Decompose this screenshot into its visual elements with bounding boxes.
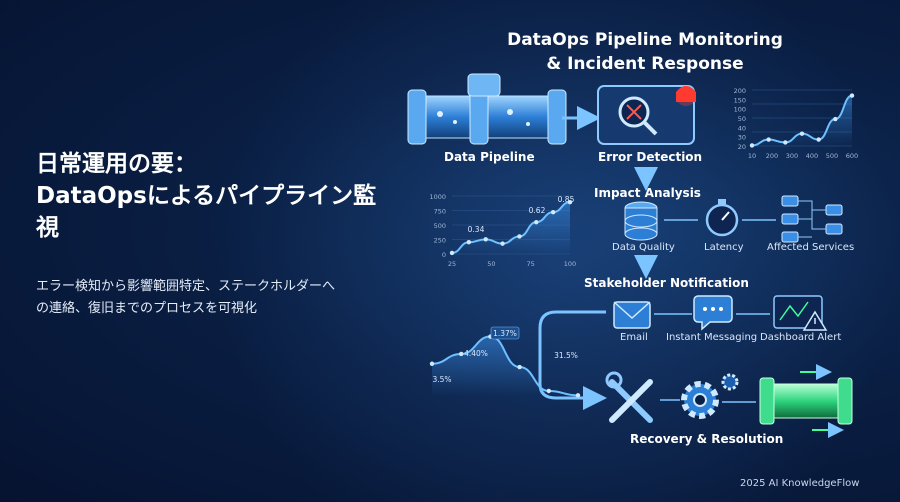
data-point: [749, 143, 755, 148]
arrow-notification-to-recovery: [538, 310, 607, 410]
x-tick-label: 400: [806, 152, 818, 160]
chart-error-rate: 3.5% 4.40% 1.37% 31.5%: [429, 326, 581, 398]
diagram-title-line-1: DataOps Pipeline Monitoring: [507, 30, 783, 50]
y-tick-label: 500: [434, 222, 446, 230]
chat-bubble-icon: [693, 295, 733, 331]
restored-pipeline-icon: [759, 364, 853, 438]
x-tick-label: 75: [527, 260, 535, 268]
x-tick-label: 500: [826, 152, 838, 160]
heading-line-3: 視: [36, 215, 59, 241]
data-point: [459, 351, 464, 357]
annotation-label: 3.5%: [432, 375, 451, 384]
annotation-label: 31.5%: [554, 351, 578, 360]
data-point: [466, 239, 472, 245]
heading-line-2: DataOpsによるパイプライン監: [36, 183, 377, 209]
data-point: [816, 137, 821, 142]
page-heading: 日常運用の要： DataOpsによるパイプライン監 視: [36, 148, 416, 244]
data-point: [517, 234, 522, 239]
error-detection-icon: [597, 85, 696, 145]
tools-icon: [605, 371, 653, 423]
data-point: [449, 250, 455, 256]
y-tick-label: 40: [738, 124, 746, 132]
label-recovery-resolution: Recovery & Resolution: [630, 432, 784, 446]
y-tick-label: 150: [734, 96, 746, 104]
data-point: [483, 237, 488, 242]
y-tick-label: 750: [434, 208, 446, 216]
series-area: [752, 95, 852, 146]
annotation-label: 0.34: [468, 225, 485, 234]
label-data-pipeline: Data Pipeline: [444, 150, 535, 164]
data-point: [575, 393, 581, 398]
diagram-title: DataOps Pipeline Monitoring & Incident R…: [480, 28, 810, 76]
y-tick-label: 1000: [429, 193, 446, 201]
data-point: [517, 364, 522, 370]
diagram-title-line-2: & Incident Response: [546, 54, 744, 74]
data-point: [799, 131, 805, 136]
x-tick-label: 100: [564, 260, 576, 268]
annotation-label: 0.85: [558, 195, 575, 204]
y-tick-label: 0: [442, 251, 446, 259]
email-icon: [613, 301, 651, 329]
x-tick-label: 600: [846, 152, 858, 160]
y-tick-label: 50: [738, 115, 746, 123]
subtitle-line-2: の連絡、復旧までのプロセスを可視化: [36, 301, 258, 316]
data-point: [833, 116, 838, 122]
stopwatch-icon: [705, 199, 739, 237]
database-icon: [624, 201, 658, 241]
y-tick-label: 30: [738, 134, 746, 142]
series-area: [452, 202, 570, 254]
annotation-label: 4.40%: [464, 349, 488, 358]
label-dashboard-alert: Dashboard Alert: [760, 332, 842, 343]
x-tick-label: 10: [748, 152, 756, 160]
series-line: [431, 335, 579, 397]
x-tick-label: 50: [487, 260, 495, 268]
chart-throughput: 1000 750 500 250 025 50 75 100 0.34 0.62 0.85: [429, 193, 576, 268]
annotation-label: 1.37%: [493, 329, 517, 338]
data-point: [429, 361, 435, 366]
heading-line-1: 日常運用の要：: [36, 151, 197, 177]
x-tick-label: 200: [766, 152, 778, 160]
data-point: [546, 388, 551, 394]
label-email: Email: [620, 332, 648, 343]
gear-icon: [681, 373, 739, 419]
data-point: [783, 140, 788, 145]
dashboard-alert-icon: [773, 295, 828, 331]
data-point: [766, 137, 771, 142]
page-subtitle: エラー検知から影響範囲特定、ステークホルダーへ の連絡、復旧までのプロセスを可視…: [36, 276, 426, 320]
label-instant-messaging: Instant Messaging: [666, 332, 758, 343]
y-tick-label: 200: [734, 87, 746, 95]
data-point: [550, 209, 556, 215]
data-pipeline-icon: [407, 73, 567, 145]
label-latency: Latency: [704, 242, 744, 253]
x-tick-label: 300: [786, 152, 798, 160]
label-error-detection: Error Detection: [598, 150, 703, 164]
series-area: [432, 336, 578, 396]
data-point: [500, 241, 505, 246]
y-tick-label: 20: [738, 143, 746, 151]
data-point: [534, 219, 539, 225]
services-network-icon: [781, 195, 843, 243]
label-data-quality: Data Quality: [612, 242, 675, 253]
data-point: [567, 199, 573, 205]
y-tick-label: 250: [434, 237, 446, 245]
annotation-badge: [490, 326, 520, 340]
label-affected-services: Affected Services: [767, 242, 855, 253]
subtitle-line-1: エラー検知から影響範囲特定、ステークホルダーへ: [36, 279, 336, 294]
annotation-label: 0.62: [529, 206, 546, 215]
y-tick-label: 100: [734, 106, 746, 114]
label-impact-analysis: Impact Analysis: [594, 186, 701, 200]
footer-credit: 2025 AI KnowledgeFlow: [740, 478, 860, 489]
label-stakeholder-notification: Stakeholder Notification: [584, 276, 749, 290]
data-point: [849, 93, 855, 98]
x-tick-label: 25: [448, 260, 456, 268]
